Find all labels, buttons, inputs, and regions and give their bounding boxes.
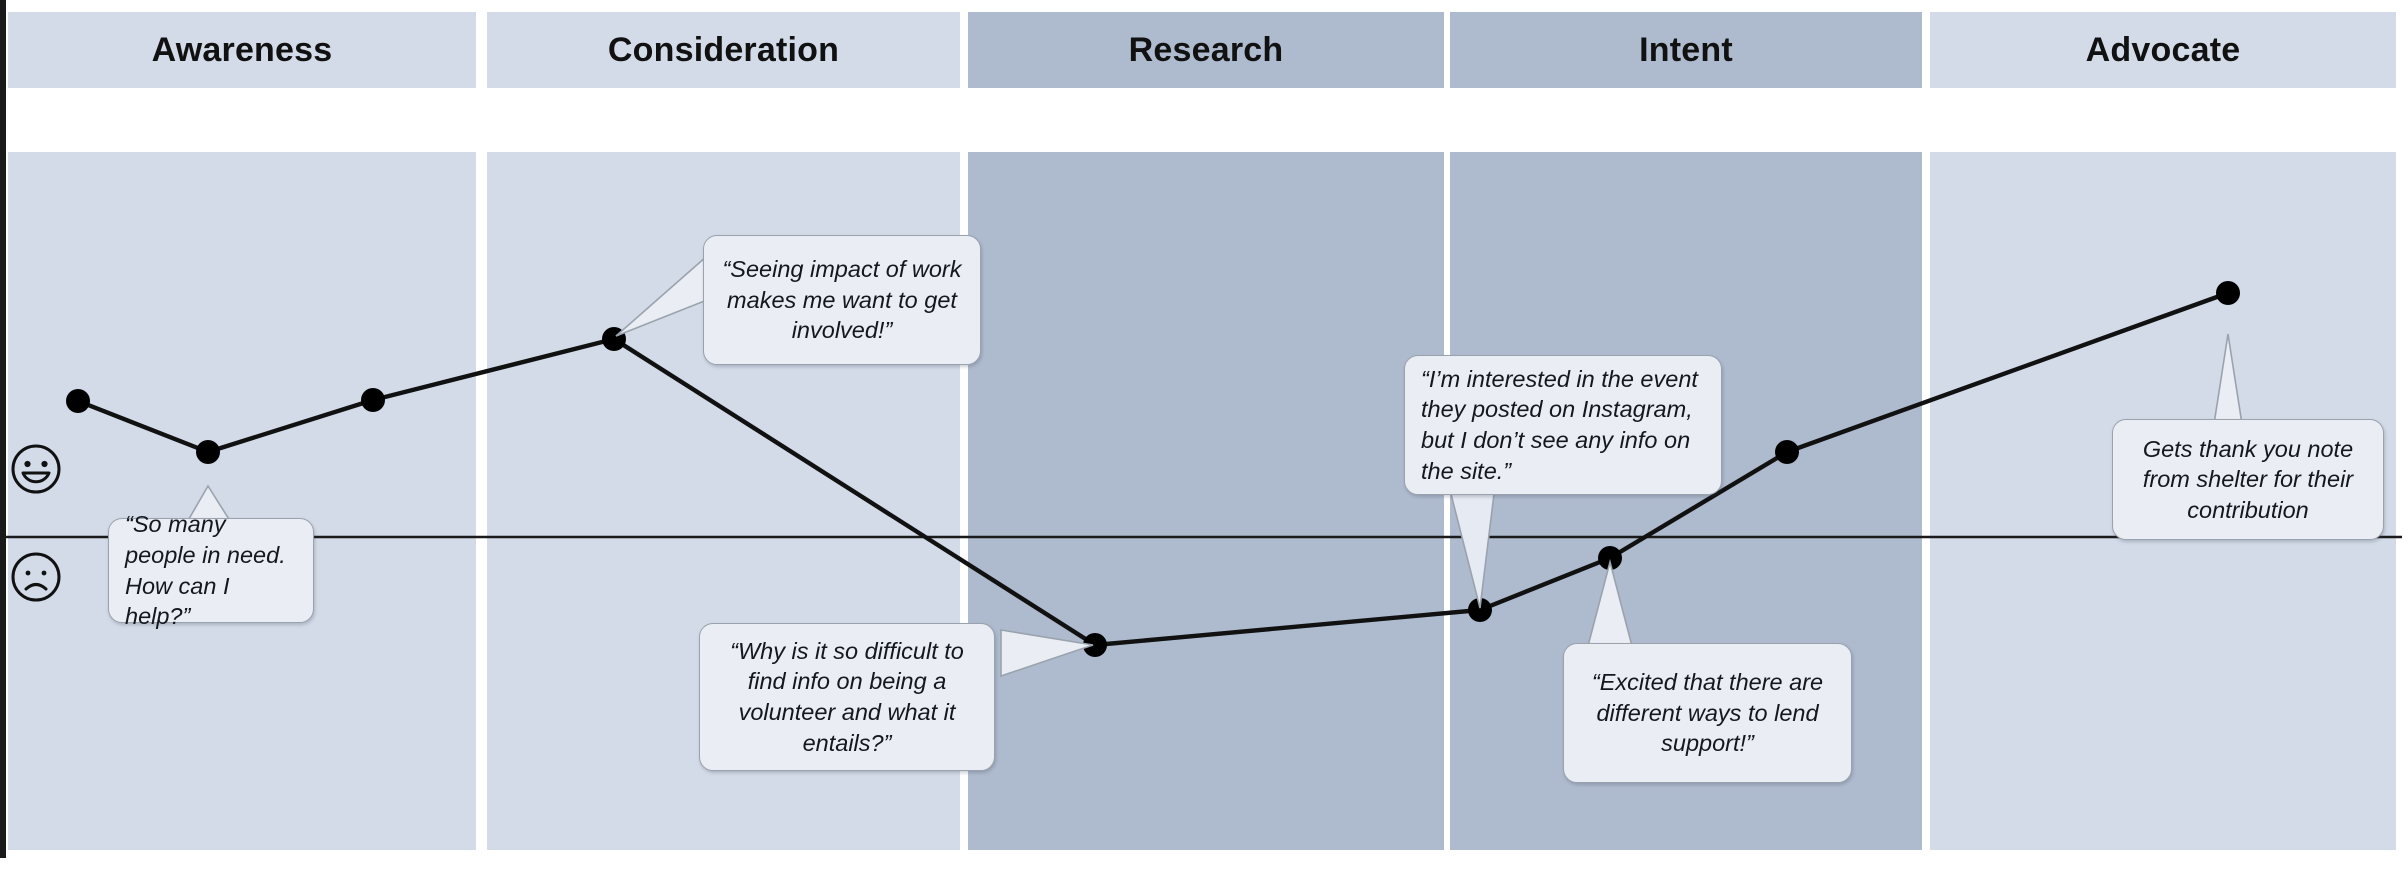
column-header-advocate[interactable]: Advocate (1930, 12, 2396, 88)
callout-text: “Excited that there are different ways t… (1591, 669, 1824, 757)
smiley-face-icon (10, 443, 62, 495)
column-body-awareness (8, 152, 476, 850)
column-header-label: Awareness (151, 30, 333, 69)
callout-support-quote[interactable]: “Excited that there are different ways t… (1563, 643, 1852, 783)
callout-text: Gets thank you note from shelter for the… (2142, 435, 2354, 523)
column-header-awareness[interactable]: Awareness (8, 12, 476, 88)
callout-awareness-quote[interactable]: “So many people in need. How can I help?… (108, 511, 314, 629)
callout-text: “So many people in need. How can I help?… (125, 511, 286, 630)
column-body-research (968, 152, 1444, 850)
callout-research-quote[interactable]: “Why is it so difficult to find info on … (699, 623, 995, 771)
column-header-consideration[interactable]: Consideration (487, 12, 960, 88)
column-header-research[interactable]: Research (968, 12, 1444, 88)
callout-text: “Why is it so difficult to find info on … (730, 637, 964, 756)
column-header-label: Intent (1639, 30, 1733, 69)
callout-text: “Seeing impact of work makes me want to … (722, 256, 962, 344)
column-header-label: Research (1128, 30, 1284, 69)
callout-intent-quote[interactable]: “I’m interested in the event they posted… (1404, 355, 1722, 495)
callout-text: “I’m interested in the event they posted… (1421, 365, 1698, 484)
callout-consideration-quote[interactable]: “Seeing impact of work makes me want to … (703, 235, 981, 365)
frowny-face-icon (10, 551, 62, 603)
callout-advocate-note[interactable]: Gets thank you note from shelter for the… (2112, 419, 2384, 540)
column-header-label: Consideration (607, 30, 840, 69)
column-header-intent[interactable]: Intent (1450, 12, 1922, 88)
column-header-label: Advocate (2085, 30, 2241, 69)
left-border-rule (0, 0, 6, 858)
